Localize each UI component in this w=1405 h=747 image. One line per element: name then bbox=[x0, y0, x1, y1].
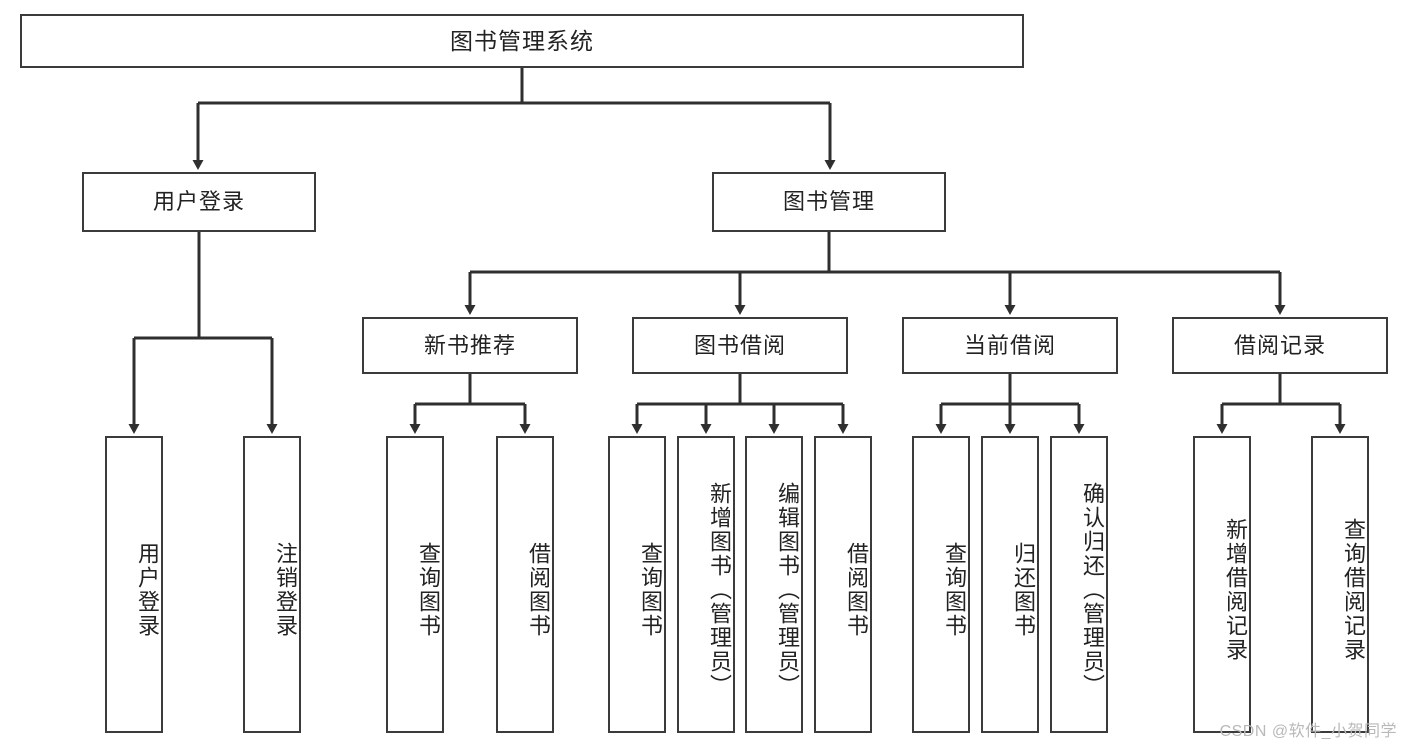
node-leaf-add-record-label: 新增借阅记录 bbox=[1223, 517, 1248, 662]
node-leaf-query-book-3-label: 查询图书 bbox=[942, 541, 967, 638]
node-book-borrow[interactable]: 图书借阅 bbox=[632, 317, 848, 374]
node-book-manage[interactable]: 图书管理 bbox=[712, 172, 946, 232]
node-root[interactable]: 图书管理系统 bbox=[20, 14, 1024, 68]
node-leaf-borrow-book-1-label: 借阅图书 bbox=[526, 541, 551, 638]
node-leaf-query-record[interactable]: 查询借阅记录 bbox=[1311, 436, 1369, 733]
node-user-login-label: 用户登录 bbox=[152, 189, 245, 215]
node-leaf-query-book-3[interactable]: 查询图书 bbox=[912, 436, 970, 733]
node-leaf-add-book[interactable]: 新增图书（管理员） bbox=[677, 436, 735, 733]
node-borrow-record-label: 借阅记录 bbox=[1233, 332, 1326, 358]
node-book-borrow-label: 图书借阅 bbox=[693, 332, 786, 358]
node-leaf-confirm-return-label: 确认归还（管理员） bbox=[1080, 481, 1105, 698]
node-leaf-return-book[interactable]: 归还图书 bbox=[981, 436, 1039, 733]
node-leaf-return-book-label: 归还图书 bbox=[1011, 541, 1036, 638]
node-leaf-query-book-1-label: 查询图书 bbox=[416, 541, 441, 638]
node-new-book-rec[interactable]: 新书推荐 bbox=[362, 317, 578, 374]
node-leaf-add-book-label: 新增图书（管理员） bbox=[707, 481, 732, 698]
node-leaf-user-login-label: 用户登录 bbox=[135, 541, 160, 638]
csdn-watermark: CSDN @软件_小贺同学 bbox=[1219, 723, 1397, 740]
node-current-borrow[interactable]: 当前借阅 bbox=[902, 317, 1118, 374]
node-leaf-query-record-label: 查询借阅记录 bbox=[1341, 517, 1366, 662]
node-leaf-confirm-return[interactable]: 确认归还（管理员） bbox=[1050, 436, 1108, 733]
node-leaf-add-record[interactable]: 新增借阅记录 bbox=[1193, 436, 1251, 733]
node-leaf-query-book-2-label: 查询图书 bbox=[638, 541, 663, 638]
node-leaf-borrow-book-2-label: 借阅图书 bbox=[844, 541, 869, 638]
node-leaf-borrow-book-1[interactable]: 借阅图书 bbox=[496, 436, 554, 733]
node-leaf-user-login[interactable]: 用户登录 bbox=[105, 436, 163, 733]
node-leaf-user-logout-label: 注销登录 bbox=[273, 541, 298, 638]
node-current-borrow-label: 当前借阅 bbox=[963, 332, 1056, 358]
node-leaf-borrow-book-2[interactable]: 借阅图书 bbox=[814, 436, 872, 733]
node-leaf-edit-book-label: 编辑图书（管理员） bbox=[775, 481, 800, 698]
node-leaf-edit-book[interactable]: 编辑图书（管理员） bbox=[745, 436, 803, 733]
node-leaf-query-book-2[interactable]: 查询图书 bbox=[608, 436, 666, 733]
node-root-label: 图书管理系统 bbox=[450, 27, 594, 54]
node-new-book-rec-label: 新书推荐 bbox=[423, 332, 516, 358]
node-borrow-record[interactable]: 借阅记录 bbox=[1172, 317, 1388, 374]
node-leaf-user-logout[interactable]: 注销登录 bbox=[243, 436, 301, 733]
node-book-manage-label: 图书管理 bbox=[782, 189, 875, 215]
node-user-login[interactable]: 用户登录 bbox=[82, 172, 316, 232]
node-leaf-query-book-1[interactable]: 查询图书 bbox=[386, 436, 444, 733]
